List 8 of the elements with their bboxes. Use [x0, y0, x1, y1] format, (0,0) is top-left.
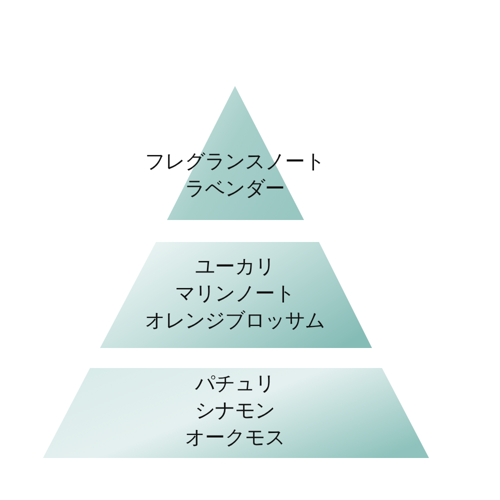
fragrance-note-text: オレンジブロッサム	[145, 307, 325, 334]
fragrance-note-text: パチュリ	[195, 370, 275, 397]
fragrance-note-text: マリンノート	[175, 280, 295, 307]
fragrance-note-text: ラベンダー	[185, 175, 285, 202]
fragrance-note-text: フレグランスノート	[145, 148, 325, 175]
fragrance-note-text: オークモス	[185, 424, 285, 451]
fragrance-note-text: ユーカリ	[195, 253, 275, 280]
fragrance-note-text: シナモン	[195, 397, 275, 424]
